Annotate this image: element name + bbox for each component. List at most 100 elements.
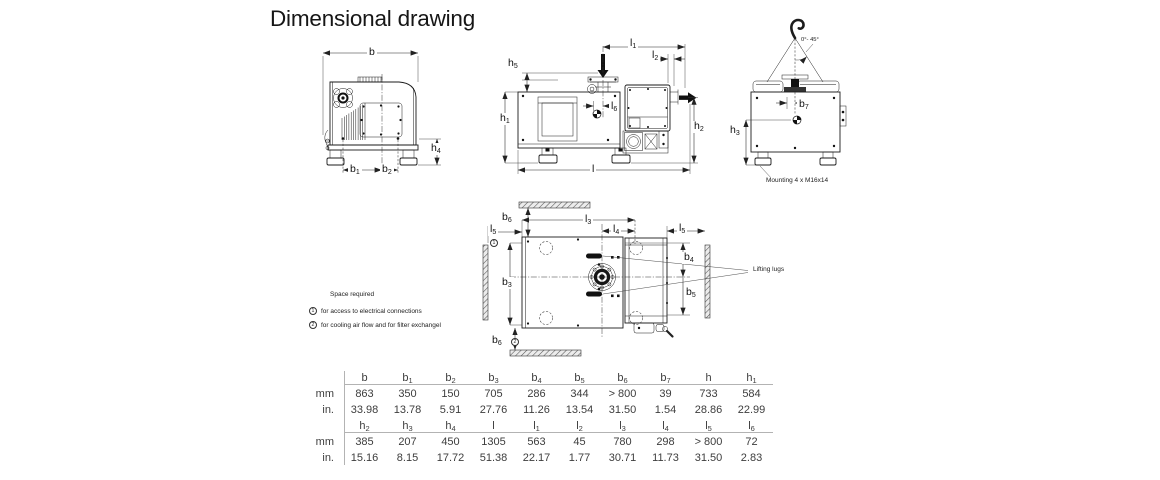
note-2-marker: 2 (511, 338, 519, 346)
table-col-header: l4 (662, 419, 669, 433)
table-rule (344, 432, 773, 433)
table-cell: 350 (398, 388, 417, 400)
table-cell: 207 (398, 436, 417, 448)
feet (326, 149, 418, 166)
table-cell: 863 (355, 388, 374, 400)
table-cell: 344 (570, 388, 589, 400)
unit-label: in. (322, 404, 334, 416)
table-cell: 11.26 (523, 404, 550, 416)
table-rule (344, 384, 773, 385)
dimensions-table: b b1 b2 b3 b4 b5 b6 b7 h h1 mm 863 350 1… (303, 370, 773, 466)
table-cell: 13.78 (393, 404, 422, 416)
unit-label: in. (322, 452, 334, 464)
table-cell: 150 (441, 388, 460, 400)
table-cell: 51.38 (479, 452, 508, 464)
side-view-drawing (322, 50, 441, 174)
table-col-header: l2 (576, 419, 583, 433)
table-row-in-2: in. 15.16 8.15 17.72 51.38 22.17 1.77 30… (303, 450, 773, 466)
table-cell: 28.86 (694, 404, 723, 416)
legend-item-1: 1 for access to electrical connections (309, 307, 422, 315)
table-cell: 11.73 (652, 452, 679, 464)
table-cell: 39 (659, 388, 672, 400)
dim-label-b4: b4 (682, 251, 696, 264)
inlet-arrow-icon (597, 54, 609, 78)
note-2-marker: 2 (309, 321, 317, 329)
table-cell: 33.98 (350, 404, 379, 416)
table-col-header: l1 (533, 419, 540, 433)
table-cell: 780 (613, 436, 632, 448)
feet (754, 151, 837, 166)
dim-label-h1: h1 (498, 112, 512, 125)
note-1-marker: 1 (309, 307, 317, 315)
table-row-mm-2: mm 385 207 450 1305 563 45 780 298 > 800… (303, 434, 773, 450)
table-col-header: b (361, 371, 368, 384)
unit-label: mm (315, 436, 334, 448)
lifting-lugs-label: Lifting lugs (753, 266, 785, 274)
table-col-header: b4 (531, 371, 542, 385)
table-col-header: b2 (445, 371, 456, 385)
louver-vent (341, 103, 366, 140)
dim-label-h3: h3 (728, 124, 742, 137)
table-col-header: b1 (402, 371, 413, 385)
table-col-header: h1 (746, 371, 757, 385)
table-cell: 45 (573, 436, 586, 448)
dim-label-l6: l6 (609, 100, 620, 113)
table-cell: 2.83 (740, 452, 763, 464)
table-cell: 584 (742, 388, 761, 400)
crane-hook-icon (790, 18, 805, 40)
clearance-wall-top (518, 201, 591, 209)
lifting-lug-icon (781, 74, 809, 92)
front-view-drawing (502, 44, 698, 174)
table-cell: 13.54 (565, 404, 594, 416)
table-cell: > 800 (608, 388, 637, 400)
clearance-wall-right (704, 244, 711, 319)
cable-gland (633, 322, 674, 338)
table-col-header: b3 (488, 371, 499, 385)
rear-view-drawing (743, 18, 847, 181)
dim-label-l5-left: l5 (488, 223, 499, 236)
rear-flange-icon (333, 88, 353, 108)
dim-label-h2: h2 (692, 120, 706, 133)
table-col-header: h4 (445, 419, 456, 433)
dim-label-b6-bottom: b6 (490, 334, 504, 347)
dim-label-l1: l1 (628, 37, 639, 50)
angle-label: 0°- 45° (801, 37, 819, 44)
dim-label-b5: b5 (684, 286, 698, 299)
table-row-in-1: in. 33.98 13.78 5.91 27.76 11.26 13.54 3… (303, 402, 773, 418)
page-title: Dimensional drawing (270, 6, 476, 31)
dim-label-b1: b1 (348, 163, 362, 176)
table-cell: > 800 (694, 436, 723, 448)
table-cell: 5.91 (439, 404, 462, 416)
table-cell: 563 (527, 436, 546, 448)
dim-label-l3: l3 (583, 213, 594, 226)
table-col-header: h (705, 371, 712, 384)
exhaust-port (670, 89, 697, 105)
clearance-wall-left (482, 244, 489, 321)
dim-label-l2: l2 (650, 49, 661, 62)
table-cell: 1.77 (568, 452, 591, 464)
clearance-wall-bottom (509, 349, 582, 357)
dim-label-l: l (590, 163, 597, 176)
electronics-module (624, 84, 671, 132)
table-cell: 31.50 (694, 452, 723, 464)
table-cell: 8.15 (396, 452, 419, 464)
table-col-header: b5 (574, 371, 585, 385)
dim-label-b: b (367, 46, 377, 59)
dim-label-h4: h4 (429, 142, 443, 155)
table-col-header: l (492, 419, 495, 432)
table-cell: 31.50 (608, 404, 637, 416)
table-col-header: b7 (660, 371, 671, 385)
top-view-drawing (482, 201, 749, 357)
table-col-header: l3 (619, 419, 626, 433)
dim-label-b2: b2 (380, 163, 394, 176)
note-1-marker: 1 (490, 239, 498, 247)
inlet-flange-top-icon (588, 263, 616, 291)
dim-label-l5-right: l5 (677, 222, 688, 235)
center-of-gravity-icon (792, 115, 802, 125)
table-col-header: b6 (617, 371, 628, 385)
legend-item-2: 2 for cooling air flow and for filter ex… (309, 321, 441, 329)
lifting-lug-slot (586, 291, 602, 297)
table-header-row-1: b b1 b2 b3 b4 b5 b6 b7 h h1 (303, 370, 773, 386)
table-cell: 30.71 (608, 452, 637, 464)
table-cell: 22.17 (522, 452, 551, 464)
